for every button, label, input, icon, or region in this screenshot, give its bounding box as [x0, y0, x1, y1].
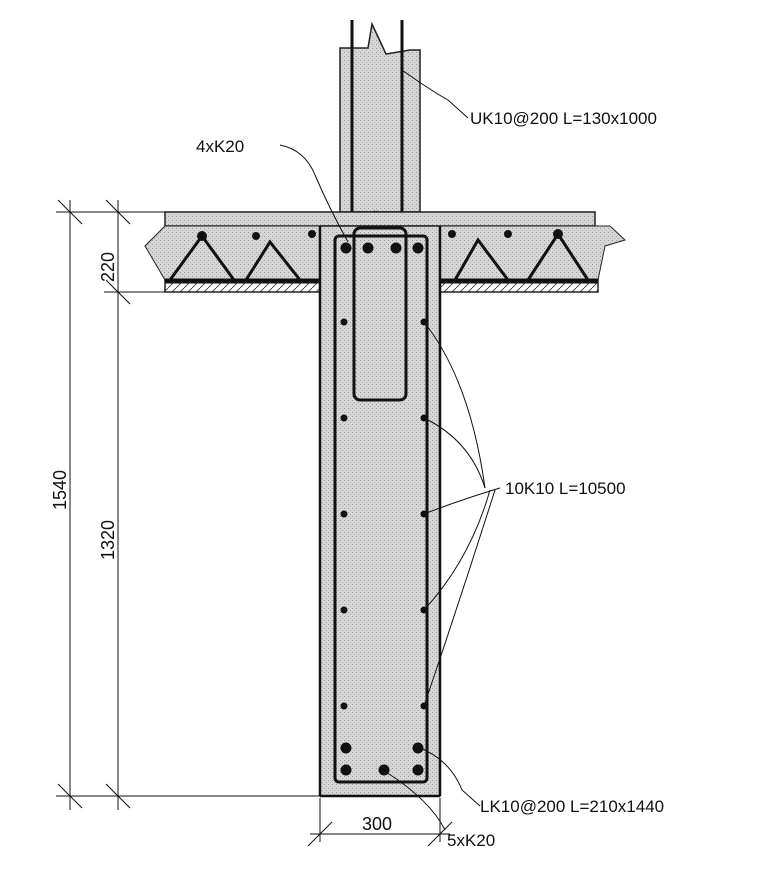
slab-bars	[197, 229, 563, 241]
side-bars-label: 10K10 L=10500	[505, 479, 626, 498]
dim-220: 220	[98, 252, 118, 282]
dim-300: 300	[362, 814, 392, 834]
column-u-stirrup	[352, 226, 408, 402]
dimension-lines	[56, 199, 453, 847]
top-bars-label: 4xK20	[196, 137, 244, 156]
beam-stirrup-label: LK10@200 L=210x1440	[480, 797, 664, 816]
beam-web	[318, 225, 442, 798]
column-stirrup-label: UK10@200 L=130x1000	[470, 109, 657, 128]
leader-lines	[279, 69, 501, 831]
dim-1540: 1540	[50, 470, 70, 510]
column-above: //	[339, 20, 421, 225]
bottom-bars-label: 5xK20	[447, 831, 495, 850]
beam-stirrup	[333, 234, 429, 784]
dim-1320: 1320	[98, 520, 118, 560]
top-bars	[340, 242, 424, 254]
